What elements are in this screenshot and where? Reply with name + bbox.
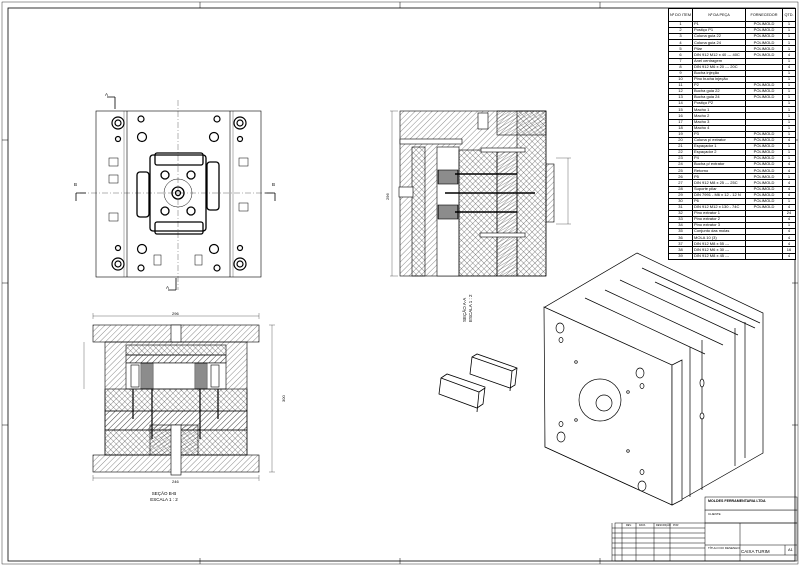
section-bb-title: SEÇÃO B-B — [152, 490, 177, 496]
dim-height: 300 — [281, 395, 286, 402]
rev-header-3: POR — [673, 524, 679, 527]
cavity-outline — [136, 152, 220, 235]
bom-part-name: DIN 912 M8 x 25 --- 25C — [692, 179, 747, 187]
bom-header-row: Nº DO ITEM Nº DA PEÇA FORNECEDOR QTD. — [667, 8, 796, 22]
cut-label-a-bottom: A — [166, 285, 169, 290]
section-a-a-view — [390, 110, 571, 277]
bom-part-name: DIN 912 M12 x 130 - 74C — [692, 203, 747, 211]
dim-width-bottom: 246 — [172, 479, 179, 484]
top-view — [75, 96, 276, 291]
dim-aa-height: 296 — [385, 193, 390, 200]
bom-header-supplier: FORNECEDOR — [745, 8, 784, 22]
title-block — [611, 496, 798, 562]
section-b-b-view — [83, 313, 275, 481]
company-name: MOLDES FERRAMENTARIA LTDA — [708, 499, 766, 503]
bom-part-name: DIN 912 M12 x 40 --- 40C — [692, 51, 747, 59]
plate-holes — [555, 322, 705, 492]
bom-part-name: DIN 912 M8 x 45 --- — [692, 252, 747, 260]
mold-isometric-view — [543, 252, 764, 506]
sheet-size: A1 — [788, 547, 794, 552]
bom-header-qty: QTD. — [782, 8, 796, 22]
client-label: CLIENTE — [708, 512, 721, 516]
rev-header-0: REV. — [626, 524, 632, 527]
insert-parts-iso — [438, 353, 518, 413]
bom-item-number: 39 — [667, 252, 694, 260]
guide-pillar-holes — [111, 115, 247, 272]
drawing-title-label: TÍTULO DO DESENHO — [708, 546, 740, 550]
rev-header-2: DESCRIÇÃO — [656, 524, 671, 527]
rev-header-1: DATA — [639, 524, 646, 527]
section-aa-scale: ESCALA 1 : 2 — [468, 294, 473, 322]
cut-label-b-left: B — [74, 182, 77, 187]
drawing-title: CAIXA TURIM — [741, 549, 770, 554]
dim-width-top: 296 — [172, 311, 179, 316]
bom-part-name: DIN 912 M6 x 20 --- 20C — [692, 63, 747, 71]
section-aa-title: SEÇÃO A-A — [461, 298, 467, 322]
bom-quantity: 4 — [782, 252, 796, 260]
bom-supplier — [745, 252, 784, 260]
side-ejector-blocks — [108, 157, 249, 266]
cut-label-b-right: B — [272, 182, 275, 187]
section-arrows — [75, 96, 276, 291]
section-bb-scale: ESCALA 1 : 2 — [150, 497, 178, 502]
bom-part-name: DIN 7991 - M6 x 12 - 12 N — [692, 191, 747, 199]
cut-label-a-top: A — [105, 92, 108, 97]
bom-header-item: Nº DO ITEM — [667, 8, 694, 22]
bom-header-part: Nº DA PEÇA — [692, 8, 747, 22]
